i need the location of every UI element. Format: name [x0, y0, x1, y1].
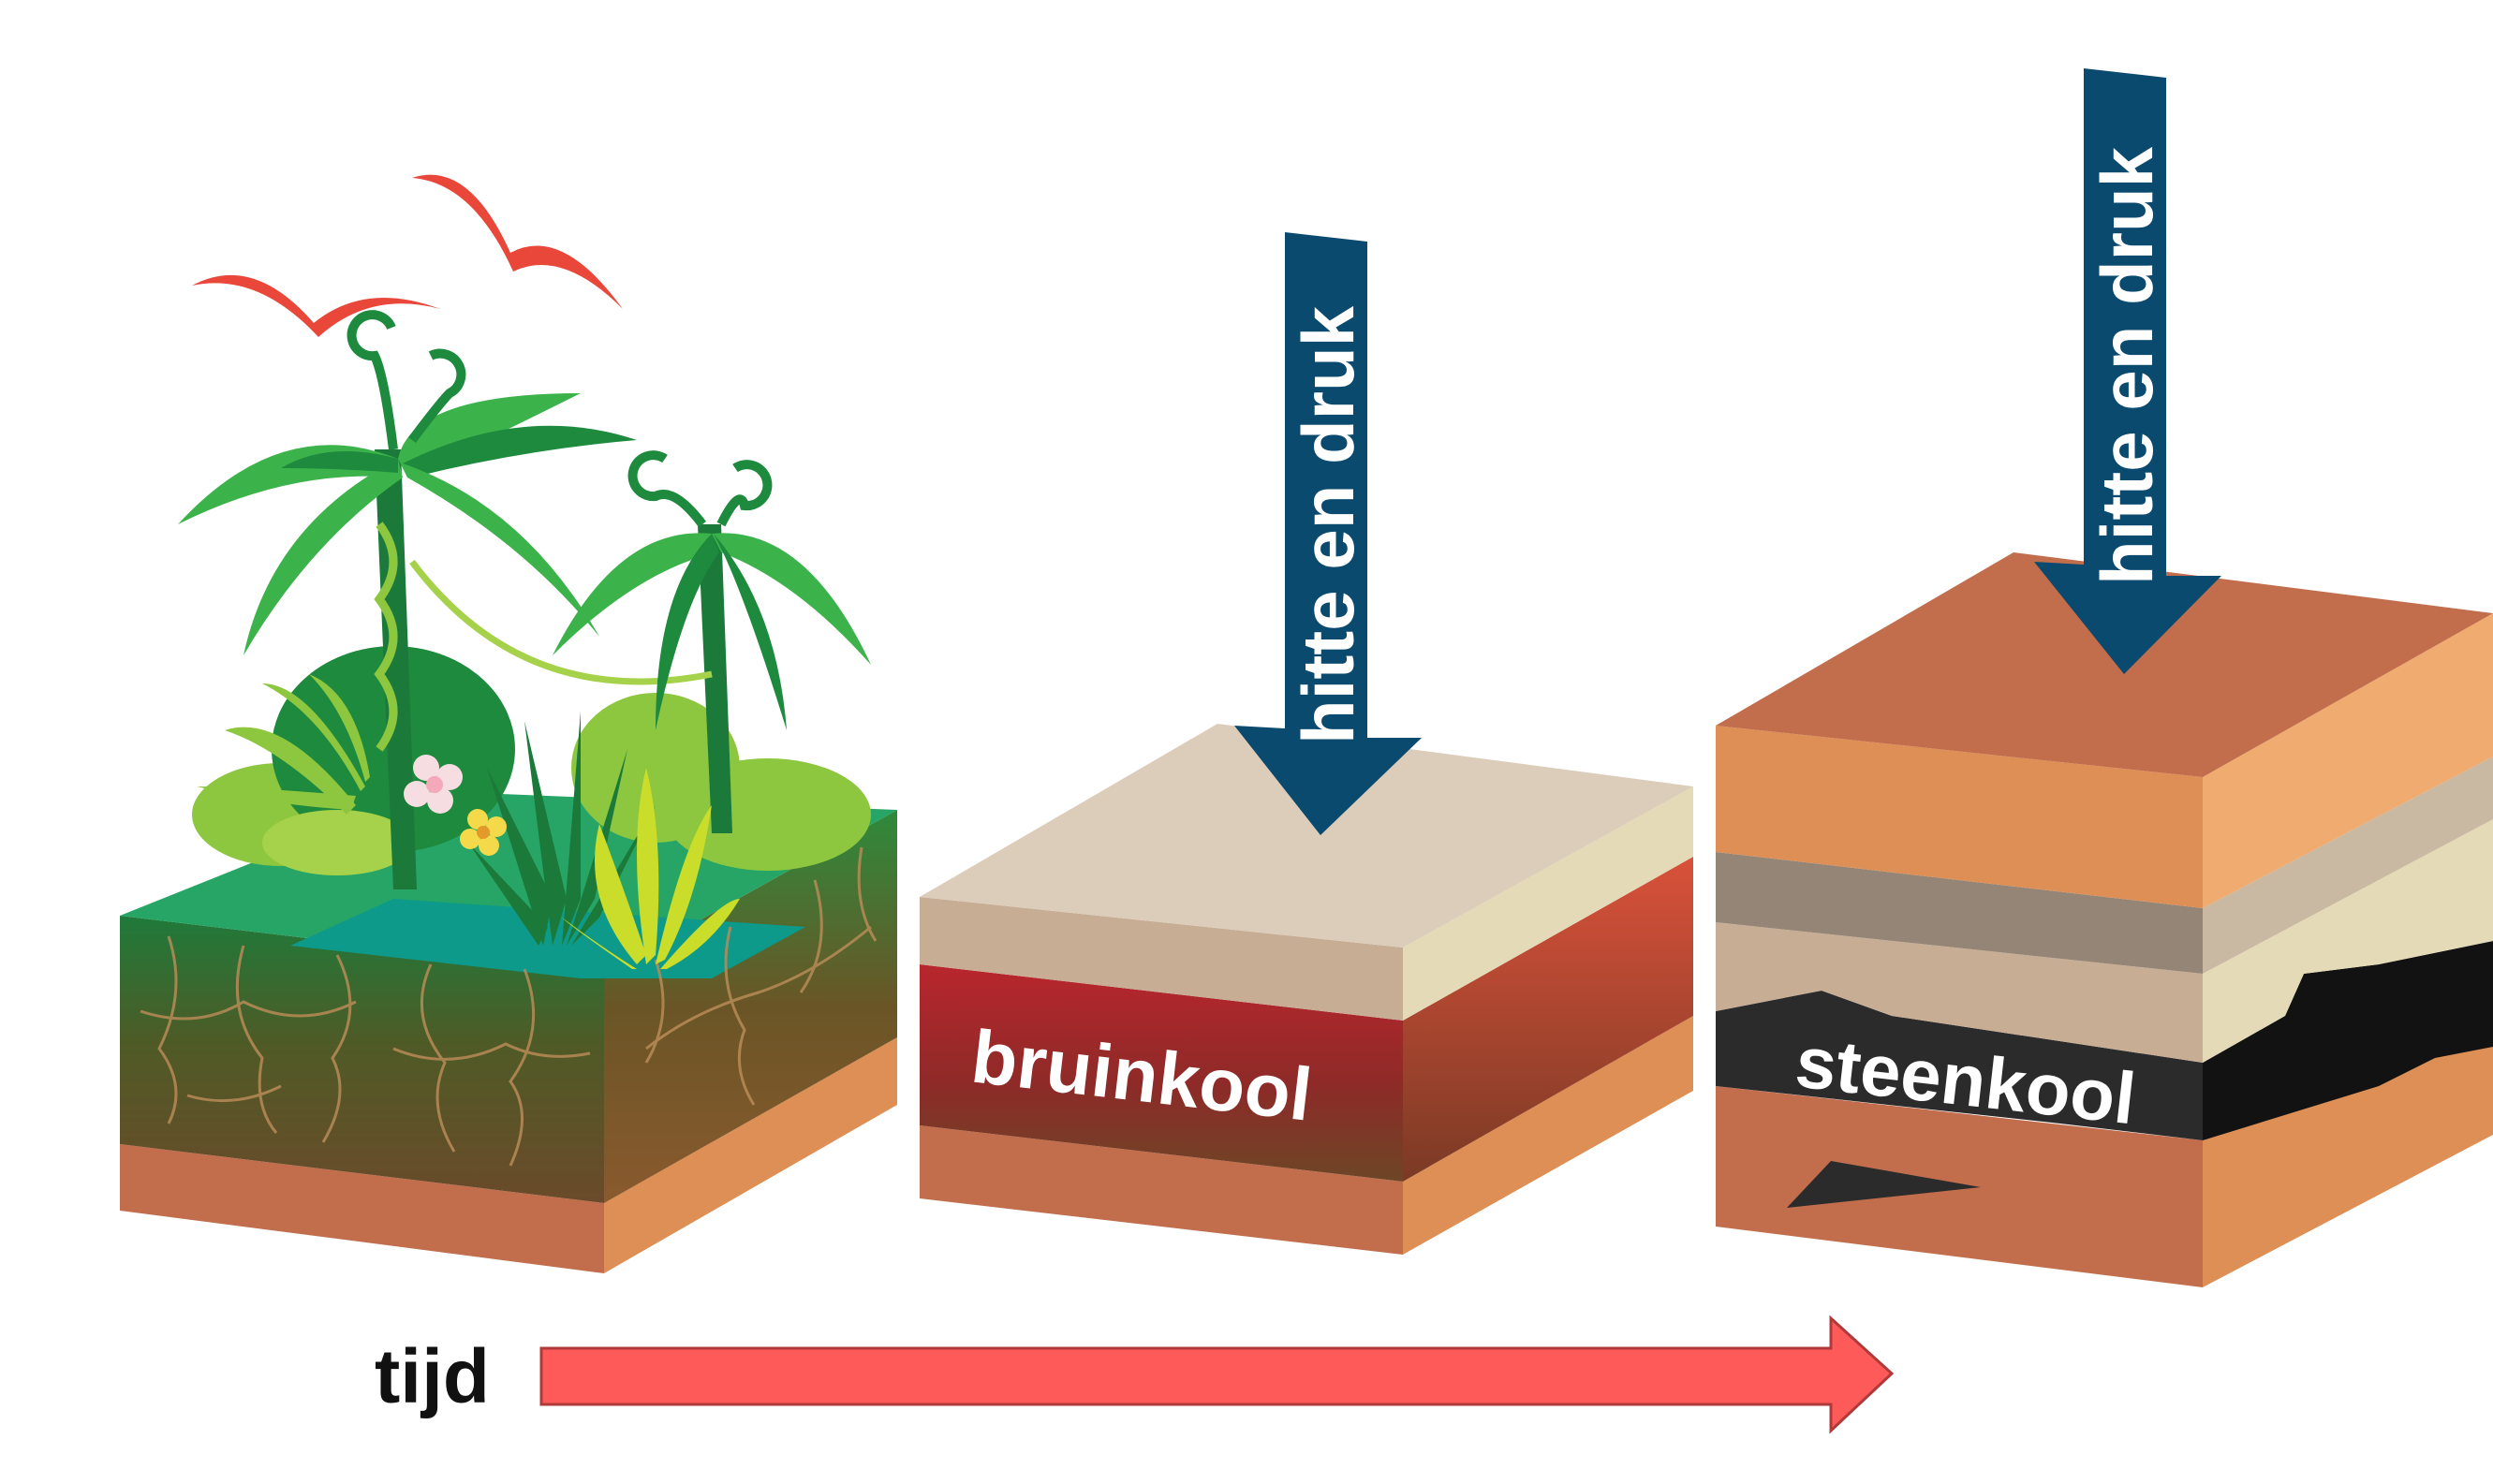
bruin-top: [920, 724, 1693, 948]
fern-left: [197, 674, 370, 815]
steen-grey-side: [2203, 757, 2493, 974]
flower-yellow: [460, 809, 507, 856]
palm-fronds-small: [553, 533, 871, 730]
jungle-block: [120, 310, 897, 1273]
pressure-arrow-1: hitte en druk: [1234, 232, 1422, 835]
yellow-plant: [562, 768, 740, 969]
bruin-sand-front: [920, 897, 1403, 1021]
jungle-clay-front: [120, 1144, 604, 1273]
jungle-soil-front: [120, 916, 604, 1203]
birds: [192, 174, 623, 337]
bruin-coal-side: [1403, 857, 1693, 1182]
roots: [140, 846, 878, 1167]
steenkool-block: [1716, 552, 2493, 1287]
steen-grey-front: [1716, 852, 2203, 974]
bruin-clay-side: [1403, 1016, 1693, 1255]
pressure-arrow-2: hitte en druk: [2034, 68, 2221, 674]
time-label: tijd: [375, 1334, 490, 1419]
steen-top: [1716, 552, 2493, 777]
steen-sand2-front: [1716, 922, 2203, 1063]
steen-coal-front: [1716, 991, 2203, 1140]
bruinkool-block: [920, 724, 1693, 1255]
pressure-arrow-label-1: hitte en druk: [1287, 305, 1369, 744]
bruin-clay-front: [920, 1125, 1403, 1255]
palm-fronds-big: [178, 393, 637, 655]
jungle-soil-side: [604, 810, 897, 1203]
steen-coal-lens: [1787, 1161, 1981, 1208]
bird-left: [192, 274, 440, 337]
time-arrow: [539, 1315, 1895, 1434]
palm-trunks: [374, 449, 732, 889]
pressure-arrow-label-2: hitte en druk: [2086, 146, 2168, 585]
jungle-clay-side: [604, 1037, 897, 1273]
spiral-ferns: [347, 310, 773, 528]
bruin-coal-front: [920, 964, 1403, 1182]
bird-right: [412, 174, 623, 309]
steen-sand2-side: [2203, 819, 2493, 1063]
bruin-sand-side: [1403, 786, 1693, 1021]
steen-coal-side: [2203, 941, 2493, 1140]
spiky-plant: [468, 712, 656, 946]
steen-orange-front: [1716, 726, 2203, 908]
steen-orange-side: [2203, 613, 2493, 908]
flower-white: [404, 755, 463, 814]
